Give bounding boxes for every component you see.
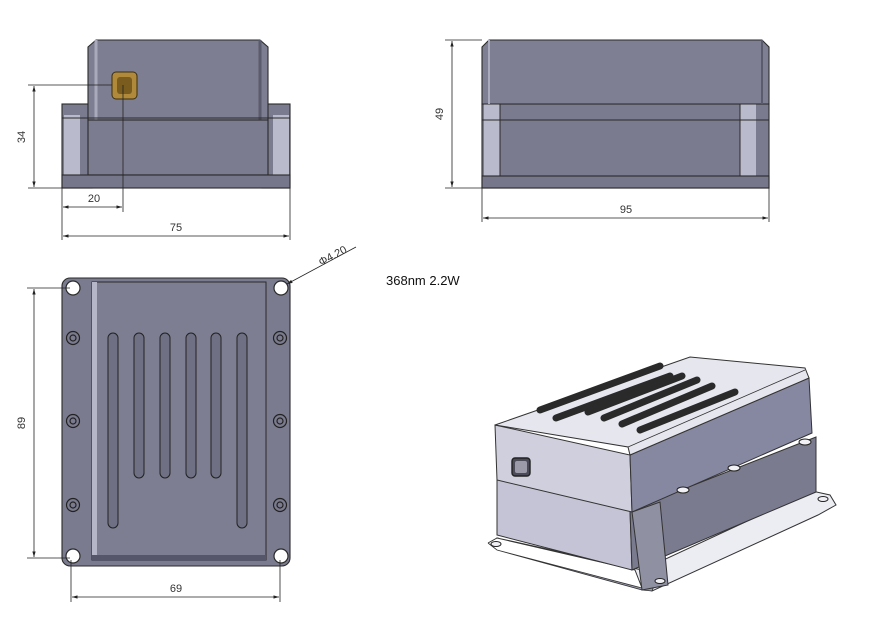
side-view-body	[481, 39, 770, 189]
front-height-label: 34	[16, 131, 28, 143]
front-width-label: 75	[170, 222, 182, 234]
top-view-body	[61, 277, 291, 567]
top-height-label: 89	[16, 417, 28, 429]
isometric-view	[487, 356, 837, 592]
iso-screws	[490, 438, 829, 584]
hole-diameter-label: Φ4.20	[317, 244, 349, 269]
side-width-label: 95	[620, 204, 632, 216]
front-offset-label: 20	[88, 193, 100, 205]
lid-screws	[65, 330, 288, 513]
front-view: 34 20 75	[16, 39, 291, 240]
side-height-label: 49	[434, 108, 446, 120]
front-view-body	[61, 39, 291, 189]
front-view-dimensions: 34 20 75	[16, 84, 291, 240]
vent-slots	[107, 332, 248, 529]
iso-vent-slots	[536, 362, 739, 434]
top-view: 89 69 Φ4.20	[16, 244, 357, 602]
side-view: 49 95	[434, 39, 770, 222]
model-caption: 368nm 2.2W	[386, 273, 460, 288]
side-view-dimensions: 49 95	[434, 39, 770, 222]
corner-holes	[65, 280, 289, 564]
top-width-label: 69	[170, 583, 182, 595]
